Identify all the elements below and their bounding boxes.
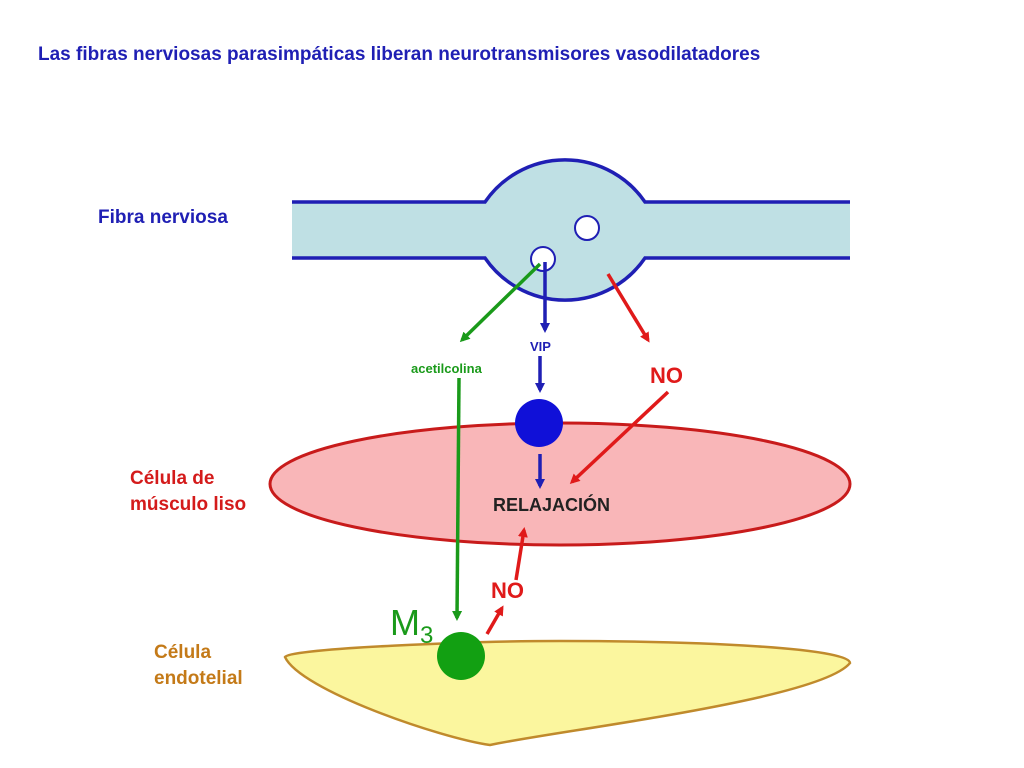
no-arrow-nerve — [606, 273, 650, 343]
nerve-fiber — [292, 158, 850, 302]
no-arrow-to-relaxation — [569, 390, 670, 485]
page-title: Las fibras nerviosas parasimpáticas libe… — [38, 44, 761, 65]
label-relaxation: RELAJACIÓN — [493, 495, 611, 515]
vesicle-top — [574, 215, 600, 241]
nerve-fiber-outline-top — [292, 158, 850, 204]
smooth-muscle-cell — [268, 421, 852, 547]
label-no-top: NO — [650, 363, 683, 388]
label-endothelial-cell: Célula endotelial — [154, 642, 243, 689]
label-nerve-fiber: Fibra nerviosa — [98, 207, 228, 228]
nerve-fiber-body — [292, 159, 850, 301]
acetylcholine-arrow-1 — [459, 262, 542, 343]
label-smooth-muscle-cell: Célula de músculo liso — [130, 468, 247, 515]
m3-receptor — [437, 632, 485, 680]
label-m3-subscript: 3 — [420, 622, 434, 649]
vip-receptor — [515, 399, 563, 447]
no-arrow-endothelial-1 — [485, 605, 504, 635]
label-no-bottom: NO — [491, 578, 524, 603]
label-m3-base: M — [390, 602, 420, 643]
acetylcholine-arrow-2 — [452, 377, 463, 621]
no-arrow-endothelial-2 — [514, 527, 528, 581]
label-acetylcholine: acetilcolina — [411, 361, 482, 376]
nerve-fiber-outline-bottom — [292, 256, 850, 302]
label-vip: VIP — [530, 339, 551, 354]
endothelial-cell — [283, 639, 852, 747]
label-m3-receptor: M3 — [390, 603, 433, 656]
